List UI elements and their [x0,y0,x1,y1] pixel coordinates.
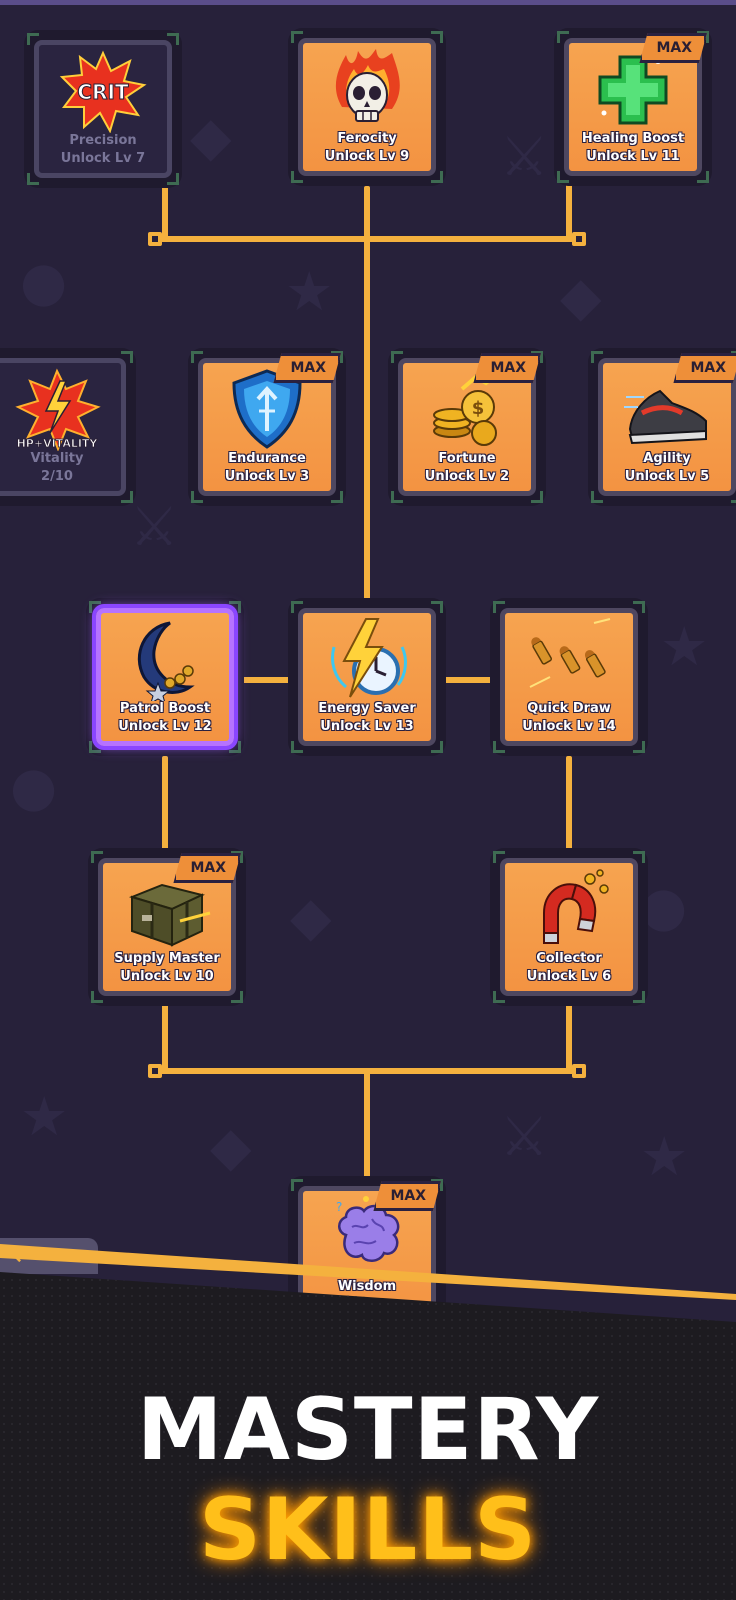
banner-title-word2: SKILLS [198,1480,538,1580]
skill-name: Fortune [438,451,496,466]
skill-unlock-level: Unlock Lv 10 [120,969,214,984]
skill-unlock-level: Unlock Lv 14 [522,719,616,734]
banner-title: MASTERY SKILLS [0,1380,736,1580]
skill-unlock-level: Unlock Lv 6 [526,969,612,984]
skill-node-fortune[interactable]: $ Fortune Unlock Lv 2 MAX [388,348,546,506]
bg-sword-icon: ⚔ [500,125,549,188]
skill-name: Wisdom [337,1279,397,1294]
shield-icon [232,369,302,449]
bg-star-icon: ★ [640,1125,689,1188]
skill-name: Patrol Boost [119,701,211,716]
skill-node-collector[interactable]: Collector Unlock Lv 6 [490,848,648,1006]
bg-diamond-icon: ◆ [210,1115,252,1178]
skill-progress: 2/10 [41,469,73,484]
bg-flame-icon: ● [20,250,68,313]
skill-name: Vitality [30,451,84,466]
skill-unlock-level: Unlock Lv 9 [324,149,410,164]
skill-name: Agility [643,451,691,466]
skill-unlock-level: Unlock Lv 11 [586,149,680,164]
skill-node-energy-saver[interactable]: Energy Saver Unlock Lv 13 [288,598,446,756]
bg-sword-icon: ⚔ [130,495,179,558]
bullets-icon [529,618,611,688]
supply-crate-icon [128,883,211,947]
svg-text:HP+VITALITY: HP+VITALITY [17,437,99,450]
brain-icon: ? ? [336,1196,402,1262]
bg-star-icon: ★ [285,260,334,323]
skill-name: Ferocity [337,131,397,146]
magnet-icon [543,869,609,944]
flaming-skull-icon [335,49,400,122]
bg-diamond-icon: ◆ [290,885,332,948]
skill-node-ferocity[interactable]: Ferocity Unlock Lv 9 [288,28,446,186]
bg-star-icon: ★ [660,615,709,678]
top-border [0,0,736,5]
hp-vitality-icon: HP+VITALITY [15,368,101,451]
bg-flame-icon: ● [10,755,58,818]
max-badge: MAX [273,353,341,383]
skill-unlock-level: Unlock Lv 3 [224,469,310,484]
max-badge: MAX [639,33,707,63]
skill-name: Quick Draw [527,701,611,716]
svg-text:CRIT: CRIT [77,80,129,104]
promo-banner [0,1272,736,1600]
bg-sword-icon: ⚔ [500,1105,549,1168]
svg-text:?: ? [336,1200,342,1214]
skill-node-quick-draw[interactable]: Quick Draw Unlock Lv 14 [490,598,648,756]
max-badge: MAX [473,353,541,383]
bg-diamond-icon: ◆ [190,105,232,168]
skill-node-agility[interactable]: Agility Unlock Lv 5 MAX [588,348,736,506]
bg-star-icon: ★ [20,1085,69,1148]
max-badge: MAX [173,853,241,883]
skill-name: Energy Saver [318,701,416,716]
skill-name: Collector [536,951,602,966]
skill-unlock-level: Unlock Lv 5 [624,469,710,484]
skill-name: Precision [69,133,137,148]
running-shoe-icon [624,389,707,445]
skill-name: Supply Master [114,951,220,966]
skill-name: Endurance [228,451,306,466]
skill-unlock-level: Unlock Lv 13 [320,719,414,734]
skill-node-endurance[interactable]: Endurance Unlock Lv 3 MAX [188,348,346,506]
max-badge: MAX [373,1181,441,1211]
crescent-moon-icon [137,621,195,701]
max-badge: MAX [673,353,736,383]
skill-unlock-level: Unlock Lv 7 [60,151,146,166]
svg-text:$: $ [472,398,485,419]
skill-node-supply-master[interactable]: Supply Master Unlock Lv 10 MAX [88,848,246,1006]
bg-diamond-icon: ◆ [560,265,602,328]
skill-node-precision[interactable]: CRIT Precision Unlock Lv 7 [24,30,182,188]
skill-name: Healing Boost [581,131,685,146]
skill-unlock-level: Unlock Lv 12 [118,719,212,734]
skill-node-vitality[interactable]: HP+VITALITY Vitality 2/10 [0,348,136,506]
crit-burst-icon: CRIT [59,50,147,133]
lightning-clock-icon [331,618,407,698]
skill-node-patrol-boost[interactable]: Patrol Boost Unlock Lv 12 [86,598,244,756]
skill-unlock-level: Unlock Lv 2 [424,469,510,484]
skill-node-healing-boost[interactable]: Healing Boost Unlock Lv 11 MAX [554,28,712,186]
banner-title-word1: MASTERY [136,1380,600,1480]
